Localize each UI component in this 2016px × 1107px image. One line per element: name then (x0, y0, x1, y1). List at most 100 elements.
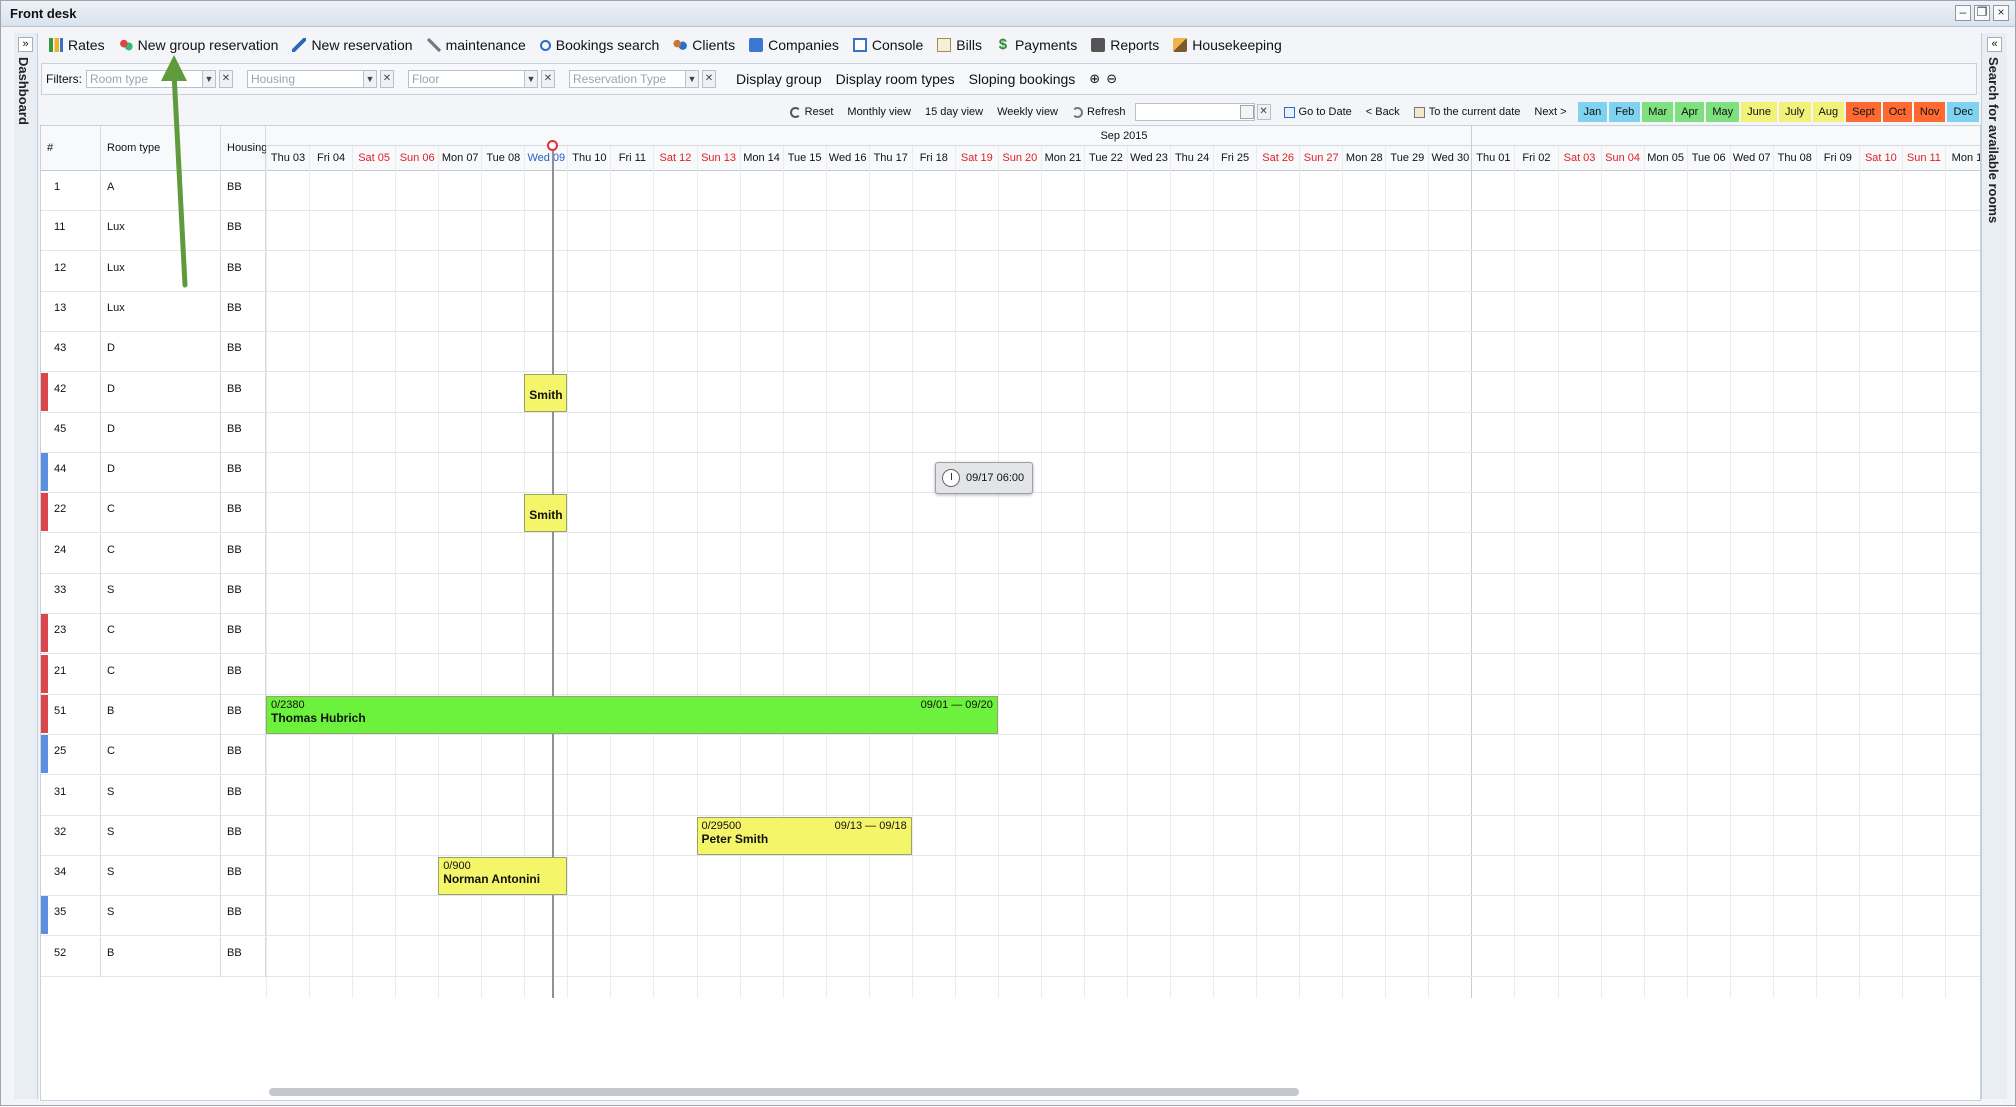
reset-button[interactable]: Reset (783, 106, 841, 118)
close-icon[interactable]: × (1993, 5, 2009, 21)
day-column-header[interactable]: Tue 08 (481, 146, 524, 171)
day-column-header[interactable]: Fri 25 (1213, 146, 1256, 171)
minimize-icon[interactable]: – (1955, 5, 1971, 21)
day-column-header[interactable]: Sat 05 (352, 146, 395, 171)
15-day-view-button[interactable]: 15 day view (924, 106, 984, 118)
day-column-header[interactable]: Wed 30 (1428, 146, 1471, 171)
day-column-header[interactable]: Mon 14 (739, 146, 783, 171)
room-type-filter[interactable]: Room type▼ (86, 70, 216, 88)
day-column-header[interactable]: Fri 09 (1815, 146, 1859, 171)
day-column-header[interactable]: Thu 17 (868, 146, 912, 171)
chevron-down-icon[interactable]: ▼ (202, 70, 216, 88)
clear-reservation-type-icon[interactable]: ✕ (702, 70, 716, 88)
day-column-header[interactable]: Sun 11 (1901, 146, 1945, 171)
clear-date-icon[interactable]: ✕ (1256, 104, 1271, 120)
expand-search-icon[interactable]: « (1987, 37, 2002, 52)
day-column-header[interactable]: Wed 07 (1729, 146, 1773, 171)
toolbar-payments-button[interactable]: $Payments (990, 35, 1083, 55)
day-column-header[interactable]: Mon 05 (1643, 146, 1687, 171)
clear-room-type-icon[interactable]: ✕ (219, 70, 233, 88)
toolbar-clients-button[interactable]: Clients (667, 35, 741, 55)
day-column-header[interactable]: Mon 21 (1040, 146, 1084, 171)
toolbar-maintenance-button[interactable]: maintenance (421, 35, 532, 55)
day-column-header[interactable]: Mon 28 (1342, 146, 1385, 171)
day-column-header[interactable]: Wed 09 (524, 146, 567, 171)
day-column-header[interactable]: Sat 03 (1557, 146, 1601, 171)
chevron-down-icon[interactable]: ▼ (524, 70, 538, 88)
reservation-type-filter[interactable]: Reservation Type▼ (569, 70, 699, 88)
day-column-header[interactable]: Sun 06 (395, 146, 438, 171)
month-button-june[interactable]: June (1741, 102, 1777, 122)
day-column-header[interactable]: Mon 07 (438, 146, 481, 171)
next-button[interactable]: Next > (1534, 106, 1567, 118)
booking-bar[interactable]: Smith (524, 373, 568, 412)
back-button[interactable]: < Back (1365, 106, 1400, 118)
day-column-header[interactable]: Tue 06 (1686, 146, 1730, 171)
toolbar-companies-button[interactable]: Companies (743, 35, 845, 55)
day-column-header[interactable]: Fri 04 (309, 146, 352, 171)
day-column-header[interactable]: Sun 13 (696, 146, 740, 171)
day-column-header[interactable]: Tue 15 (782, 146, 826, 171)
chevron-down-icon[interactable]: ▼ (685, 70, 699, 88)
booking-bar[interactable]: Smith (524, 494, 568, 533)
expand-dashboard-icon[interactable]: » (18, 37, 33, 52)
day-column-header[interactable]: Tue 29 (1385, 146, 1428, 171)
weekly-view-button[interactable]: Weekly view (997, 106, 1059, 118)
day-column-header[interactable]: Sat 19 (954, 146, 998, 171)
search-rooms-sidebar[interactable]: « Search for available rooms (1981, 33, 2007, 1099)
day-column-header[interactable]: Sat 12 (653, 146, 696, 171)
day-column-header[interactable]: Fri 18 (911, 146, 955, 171)
day-column-header[interactable]: Sun 04 (1600, 146, 1644, 171)
day-column-header[interactable]: Sun 27 (1299, 146, 1342, 171)
day-column-header[interactable]: Sat 26 (1256, 146, 1299, 171)
day-column-header[interactable]: Fri 02 (1514, 146, 1557, 171)
month-button-feb[interactable]: Feb (1609, 102, 1641, 122)
clear-floor-icon[interactable]: ✕ (541, 70, 555, 88)
toolbar-housekeeping-button[interactable]: Housekeeping (1167, 35, 1288, 55)
month-button-july[interactable]: July (1778, 102, 1811, 122)
day-column-header[interactable]: Wed 23 (1127, 146, 1170, 171)
month-button-jan[interactable]: Jan (1577, 102, 1608, 122)
floor-filter[interactable]: Floor▼ (408, 70, 538, 88)
display-room-types-button[interactable]: Display room types (835, 71, 955, 87)
housing-filter[interactable]: Housing▼ (247, 70, 377, 88)
month-button-may[interactable]: May (1706, 102, 1740, 122)
month-button-oct[interactable]: Oct (1882, 102, 1912, 122)
toolbar-reports-button[interactable]: Reports (1085, 35, 1165, 55)
horizontal-scrollbar[interactable] (269, 1088, 1299, 1096)
month-button-mar[interactable]: Mar (1642, 102, 1674, 122)
month-button-aug[interactable]: Aug (1812, 102, 1845, 122)
toolbar-bookings-search-button[interactable]: Bookings search (534, 35, 666, 55)
day-column-header[interactable]: Sat 10 (1858, 146, 1902, 171)
calendar-icon[interactable] (1239, 105, 1254, 119)
day-column-header[interactable]: Wed 16 (825, 146, 869, 171)
day-column-header[interactable]: Tue 22 (1083, 146, 1127, 171)
monthly-view-button[interactable]: Monthly view (847, 106, 911, 118)
clear-housing-icon[interactable]: ✕ (380, 70, 394, 88)
toolbar-rates-button[interactable]: Rates (43, 35, 111, 55)
toolbar-new-group-reservation-button[interactable]: New group reservation (113, 35, 285, 55)
month-button-dec[interactable]: Dec (1947, 102, 1979, 122)
month-button-nov[interactable]: Nov (1913, 102, 1946, 122)
day-column-header[interactable]: Thu 08 (1772, 146, 1816, 171)
